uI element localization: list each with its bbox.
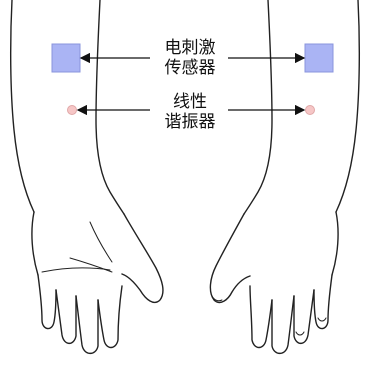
right-sensor-square xyxy=(305,44,333,72)
sensor-label-line2: 传感器 xyxy=(150,58,230,78)
left-actuator-dot xyxy=(68,106,77,115)
left-forearm xyxy=(11,0,163,353)
actuator-label: 线性 谐振器 xyxy=(150,92,230,132)
right-actuator-dot xyxy=(306,106,315,115)
left-sensor-square xyxy=(52,44,80,72)
actuator-label-line2: 谐振器 xyxy=(150,112,230,132)
actuator-label-line1: 线性 xyxy=(150,92,230,112)
sensor-label: 电刺激 传感器 xyxy=(150,38,230,78)
sensor-label-line1: 电刺激 xyxy=(150,38,230,58)
right-forearm xyxy=(210,0,359,353)
